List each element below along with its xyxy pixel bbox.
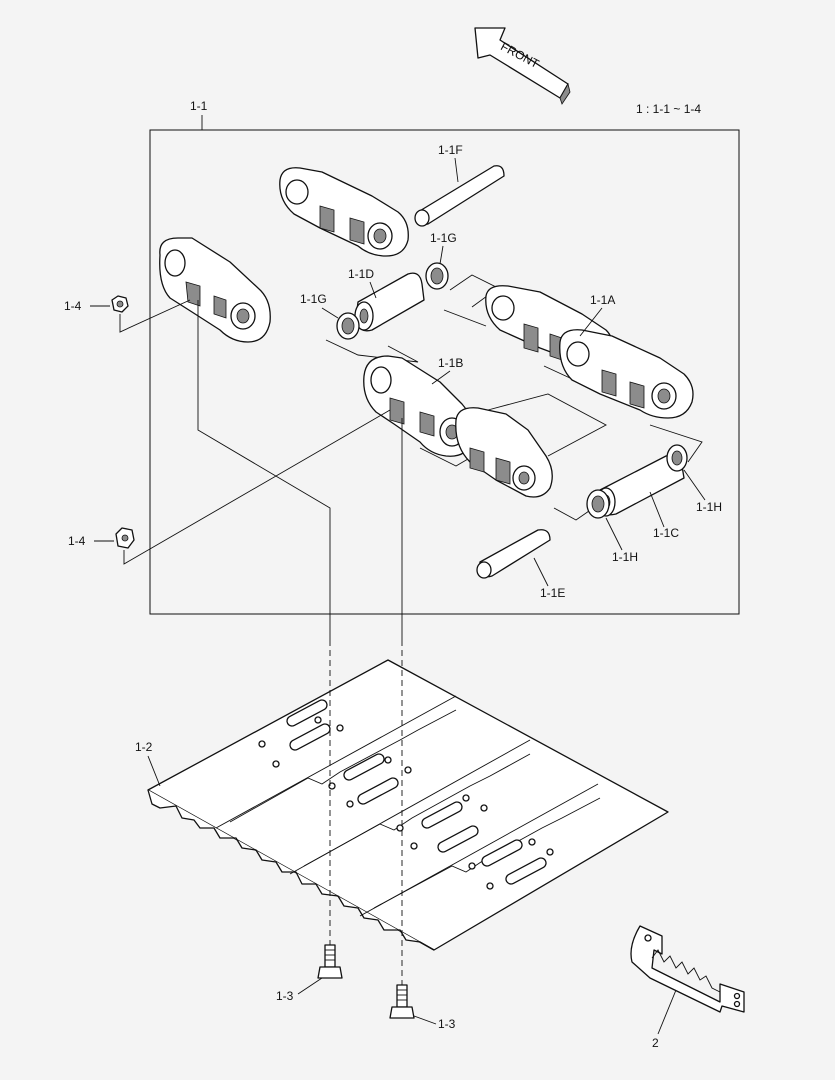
pin-1-1e [476,529,551,579]
seal-1-1g-upper [425,262,449,290]
seal-1-1h-left [586,489,610,519]
seal-1-1g-lower [336,312,360,340]
assembly-frame [149,129,740,615]
label-bolt-right: 1-3 [438,1017,456,1031]
bushing-1-1d [354,272,425,332]
link-1-1b-front [363,355,474,457]
link-plate-upper-left [159,237,271,343]
nut-1-4-upper [111,295,129,313]
label-seal-g-lower: 1-1G [300,292,327,306]
shoe-holes [258,699,554,890]
label-pin-e: 1-1E [540,586,565,600]
label-seal-g-upper: 1-1G [430,231,457,245]
link-plate-upper-center [279,167,409,257]
link-1-1a-front [559,329,694,419]
label-seal-h-left: 1-1H [612,550,638,564]
label-pin-f: 1-1F [438,143,463,157]
bolt-1-3-left [317,944,343,979]
label-nut-lower: 1-4 [68,534,86,548]
label-bushing-c: 1-1C [653,526,679,540]
label-link-a: 1-1A [590,293,615,307]
label-bolt-left: 1-3 [276,989,294,1003]
front-arrow-icon: FRONT [474,27,571,105]
bolt-1-3-right [389,984,415,1019]
link-1-1b-rear [455,407,553,498]
seal-1-1h-right [666,444,688,472]
nut-1-4-lower [115,527,135,549]
track-guard-2 [630,925,745,1013]
pin-1-1f [414,165,505,227]
label-nut-upper: 1-4 [64,299,82,313]
label-bushing-d: 1-1D [348,267,374,281]
label-shoe: 1-2 [135,740,153,754]
range-note: 1 : 1-1 ~ 1-4 [636,102,701,116]
label-link-b: 1-1B [438,356,463,370]
label-seal-h-right: 1-1H [696,500,722,514]
label-assembly: 1-1 [190,99,208,113]
align-line-left [197,300,331,640]
track-shoe-1-2 [147,659,669,951]
label-guard: 2 [652,1036,659,1050]
